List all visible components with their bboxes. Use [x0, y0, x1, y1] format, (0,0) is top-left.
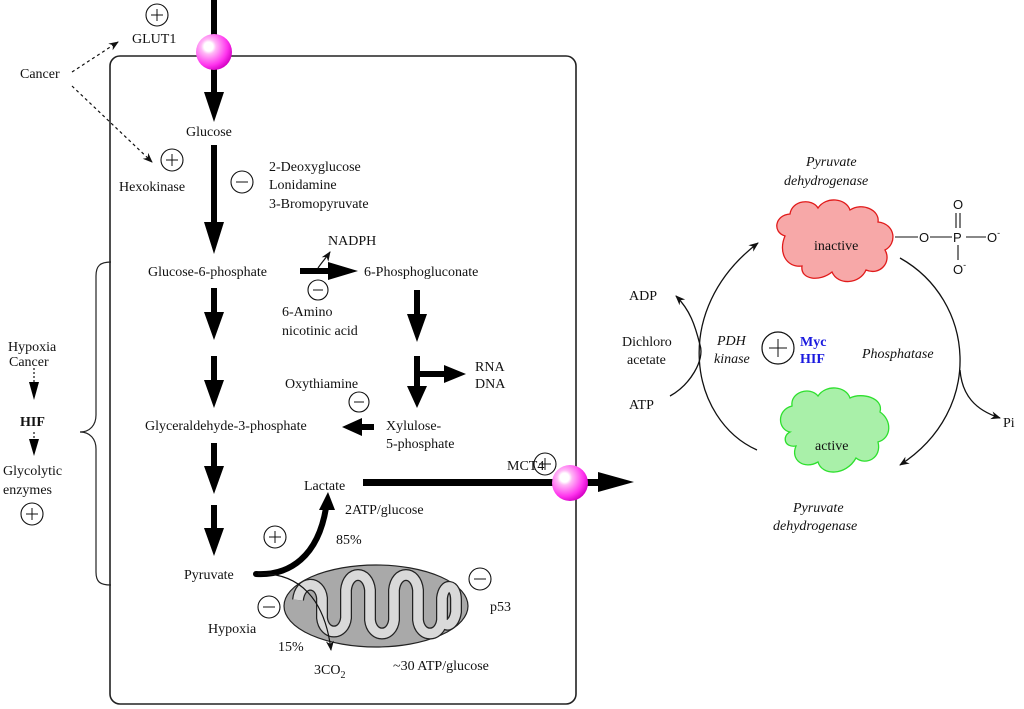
mct4-label: MCT4 [507, 459, 544, 474]
lactate-label: Lactate [304, 479, 345, 494]
inactive-label: inactive [814, 239, 858, 254]
atp-glycolysis-label: 2ATP/glucose [345, 503, 424, 518]
lactate-arrowhead [319, 492, 335, 510]
phosphatase-cycle-arc [899, 257, 961, 466]
pyruvate-label: Pyruvate [184, 568, 234, 583]
glucose-label: Glucose [186, 125, 232, 140]
phosphate-o-top: O [953, 197, 963, 212]
phosphate-p: P [953, 230, 962, 245]
inactive-pdh-cloud [776, 199, 894, 283]
xylulose-label-2: 5-phosphate [386, 437, 454, 452]
minus-icon-p53 [468, 567, 492, 591]
adp-label: ADP [629, 289, 657, 304]
pdh-kinase-label-2: kinase [714, 352, 750, 367]
cancer-to-glut1-arrow [71, 41, 119, 73]
plus-icon-hexokinase [160, 148, 184, 172]
hif-to-enzymes-arrow [29, 432, 39, 456]
dna-label: DNA [475, 377, 506, 392]
pdh-kinase-label-1: PDH [716, 334, 747, 349]
glucose-6-phosphate-label: Glucose-6-phosphate [148, 265, 267, 280]
glycolysis-arrow-4 [204, 443, 224, 494]
phosphate-o-right: O- [987, 228, 1000, 245]
hexokinase-label: Hexokinase [119, 180, 185, 195]
minus-icon-glycolysis-inhibitors [230, 170, 254, 194]
side-hypoxia-label: Hypoxia [8, 340, 57, 355]
p53-label: p53 [490, 600, 511, 615]
plus-icon-glut1 [145, 3, 169, 27]
ppp-arrow-3 [407, 356, 466, 408]
oxythiamine-label: Oxythiamine [285, 377, 358, 392]
inhibitor-3-bromopyruvate: 3-Bromopyruvate [269, 197, 369, 212]
pyruvate-to-co2-arrow [257, 573, 334, 651]
pdh-top-label-1: Pyruvate [805, 155, 857, 170]
side-cancer-label: Cancer [9, 355, 49, 370]
active-pdh-cloud [779, 387, 890, 473]
myc-label: Myc [800, 335, 826, 350]
ppp-arrow-1 [300, 251, 358, 280]
glycolysis-arrow-1 [204, 145, 224, 254]
active-label: active [815, 439, 848, 454]
side-hif-label: HIF [20, 415, 45, 430]
glycolytic-label-1: Glycolytic [3, 464, 62, 479]
amino-nicotinic-label-2: nicotinic acid [282, 324, 358, 339]
6-phosphogluconate-label: 6-Phosphogluconate [364, 265, 478, 280]
bracket [79, 261, 112, 586]
nadph-label: NADPH [328, 234, 376, 249]
minus-icon-hypoxia [257, 595, 281, 619]
phosphate-o-bottom: O- [953, 260, 966, 277]
lactate-export-arrow [363, 472, 634, 492]
plus-icon-lactate [263, 525, 287, 549]
atp-oxphos-label: ~30 ATP/glucose [393, 659, 489, 674]
phosphatase-label: Phosphatase [861, 347, 934, 362]
pdh-top-label-2: dehydrogenase [784, 174, 868, 189]
cell-membrane [109, 55, 577, 705]
inhibitor-lonidamine: Lonidamine [269, 178, 337, 193]
plus-icon-mct4 [533, 452, 557, 476]
minus-icon-amino-nicotinic [307, 279, 329, 301]
glycolytic-label-2: enzymes [3, 483, 52, 498]
pi-label: Pi [1003, 416, 1015, 431]
pi-release-arrow [959, 369, 1001, 420]
xylulose-label-1: Xylulose- [386, 419, 442, 434]
plus-icon-glycolytic-enzymes [20, 502, 44, 526]
cancer-to-hexokinase-arrow [71, 85, 153, 163]
glyceraldehyde-3-phosphate-label: Glyceraldehyde-3-phosphate [145, 419, 307, 434]
minus-icon-oxythiamine [348, 391, 370, 413]
mitochondrion [283, 564, 469, 648]
hypoxia-to-hif-arrow [29, 368, 39, 400]
ppp-arrow-2 [407, 290, 427, 342]
pdh-bottom-label-2: dehydrogenase [773, 519, 857, 534]
pyruvate-to-lactate-arrow [253, 505, 329, 578]
amino-nicotinic-label-1: 6-Amino [282, 305, 333, 320]
dichloroacetate-label-1: Dichloro [622, 335, 672, 350]
glycolysis-arrow-3 [204, 356, 224, 408]
co2-label: 3CO2 [314, 663, 345, 681]
ppp-arrow-4 [342, 418, 374, 436]
atp-label: ATP [629, 398, 654, 413]
atp-adp-arrow [669, 295, 702, 397]
hypoxia-mito-label: Hypoxia [208, 622, 257, 637]
percent-85-label: 85% [336, 533, 362, 548]
glycolysis-arrow-5 [204, 505, 224, 556]
plus-icon-pdh-kinase [761, 331, 795, 365]
hif-label: HIF [800, 352, 825, 367]
percent-15-label: 15% [278, 640, 304, 655]
rna-label: RNA [475, 360, 505, 375]
pdh-bottom-label-1: Pyruvate [792, 501, 844, 516]
dichloroacetate-label-2: acetate [627, 353, 666, 368]
inhibitor-2-deoxyglucose: 2-Deoxyglucose [269, 160, 361, 175]
glut1-transporter [196, 34, 232, 70]
glut1-label: GLUT1 [132, 32, 176, 47]
cancer-label: Cancer [20, 67, 60, 82]
mct4-transporter [552, 465, 588, 501]
phosphate-o-link: O [919, 230, 929, 245]
glycolysis-arrow-2 [204, 288, 224, 340]
phosphate-group: O P O O- O- [895, 197, 1000, 277]
